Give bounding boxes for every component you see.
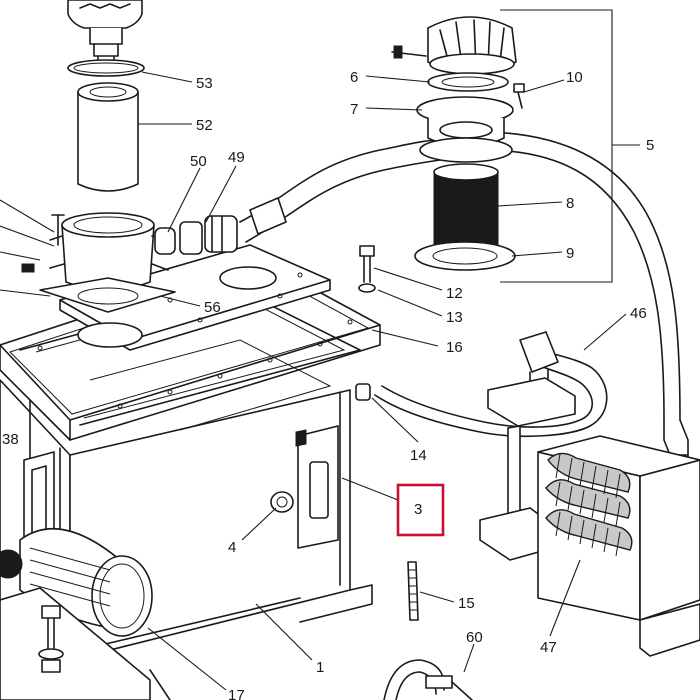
label-1: 1 (316, 659, 324, 676)
motor-base (0, 587, 151, 700)
callout-labels: 53 52 50 49 56 6 7 10 5 8 9 12 13 16 46 … (2, 69, 654, 700)
tank-top-plate (59, 244, 331, 351)
breather-gasket-9 (414, 241, 516, 271)
label-53: 53 (196, 75, 213, 92)
label-4: 4 (228, 539, 236, 556)
label-8: 8 (566, 195, 574, 212)
label-7: 7 (350, 101, 358, 118)
label-14: 14 (410, 447, 427, 464)
leader-lines (0, 71, 627, 691)
drain-plug (270, 491, 294, 513)
label-50: 50 (190, 153, 207, 170)
label-12: 12 (446, 285, 463, 302)
filter-housing (39, 212, 176, 313)
level-gauge (295, 425, 339, 549)
label-3: 3 (414, 501, 422, 518)
label-47: 47 (540, 639, 557, 656)
label-49: 49 (228, 149, 245, 166)
suction-fittings (154, 215, 238, 255)
breather-cap (391, 16, 517, 75)
label-60: 60 (466, 629, 483, 646)
stud-15 (407, 561, 419, 621)
label-9: 9 (566, 245, 574, 262)
pressure-line (374, 331, 608, 438)
fitting-14 (355, 383, 371, 401)
label-52: 52 (196, 117, 213, 134)
label-6: 6 (350, 69, 358, 86)
label-17: 17 (228, 687, 245, 700)
label-46: 46 (630, 305, 647, 322)
label-5: 5 (646, 137, 654, 154)
breather-gasket (427, 72, 509, 92)
screw-10 (513, 83, 525, 109)
stud-17 (149, 669, 171, 700)
assembly-5-bracket (500, 9, 640, 283)
bolt-12 (358, 245, 376, 293)
label-16: 16 (446, 339, 463, 356)
return-hose (239, 139, 441, 243)
label-15: 15 (458, 595, 475, 612)
cable-tie (383, 659, 473, 700)
label-38: 38 (2, 431, 19, 448)
breather-flange (416, 96, 514, 163)
filter-element (77, 82, 139, 192)
label-56: 56 (204, 299, 221, 316)
label-13: 13 (446, 309, 463, 326)
highlight-box-part-3[interactable] (396, 483, 445, 537)
filter-seal-ring (67, 59, 145, 77)
filter-cap-assembly (67, 0, 143, 65)
label-10: 10 (566, 69, 583, 86)
solenoid-coils (545, 452, 633, 557)
